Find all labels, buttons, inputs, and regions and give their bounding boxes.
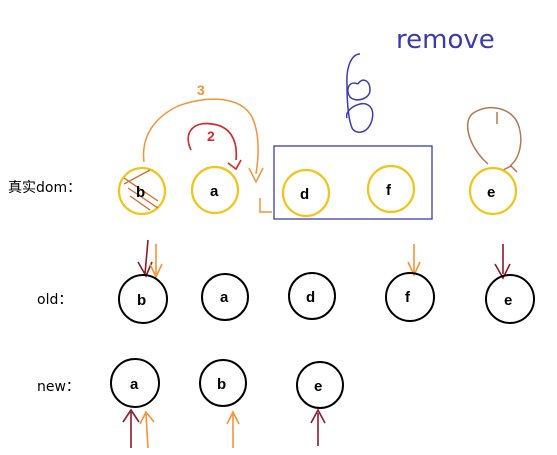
new-node-e	[296, 361, 344, 409]
old-node-a-text: a	[220, 289, 229, 306]
move-arrow-2-head	[227, 159, 242, 171]
map-arrow-b-dark	[137, 239, 153, 278]
remove-box	[273, 145, 433, 220]
self-loop-e-head	[502, 165, 518, 173]
move-arrow-3-head	[248, 167, 264, 184]
real-dom-node-d	[281, 168, 331, 218]
map-arrow-e	[494, 244, 511, 280]
real-dom-node-b	[117, 166, 167, 216]
map-arrow-b-orange	[149, 244, 163, 279]
step-label-3: 3	[197, 82, 205, 98]
old-node-d-text: d	[306, 289, 315, 306]
new-node-a-text: a	[130, 376, 139, 393]
numeral-six-upper-loop	[347, 79, 371, 101]
new-node-a	[110, 358, 160, 408]
step-label-2: 2	[207, 128, 215, 144]
real-dom-node-a-text: a	[210, 183, 219, 200]
new-pointer-b	[226, 410, 240, 448]
old-node-a	[201, 273, 249, 321]
strike-lines	[123, 169, 159, 211]
map-arrow-f	[407, 244, 421, 277]
old-node-b-text: b	[137, 292, 146, 309]
new-pointer-a-orange	[139, 410, 155, 449]
self-loop-e	[467, 106, 522, 167]
real-dom-node-a	[190, 165, 240, 215]
move-arrow-3	[142, 98, 259, 175]
new-node-b	[199, 359, 247, 407]
new-pointer-a-dark	[122, 408, 140, 448]
old-node-e-text: e	[504, 292, 512, 309]
new-pointer-e	[310, 408, 326, 446]
old-node-d	[288, 272, 336, 320]
new-node-e-text: e	[314, 378, 322, 395]
label-real-dom: 真实dom：	[8, 180, 81, 196]
move-arrow-2	[187, 122, 238, 161]
insertion-mark	[259, 198, 272, 213]
new-node-b-text: b	[217, 376, 226, 393]
numeral-six-icon	[345, 53, 374, 133]
old-node-b	[118, 274, 168, 324]
real-dom-node-b-text: b	[136, 184, 145, 201]
label-old: old：	[37, 292, 72, 308]
real-dom-node-e	[468, 166, 518, 216]
real-dom-node-d-text: d	[300, 186, 309, 203]
real-dom-node-e-text: e	[487, 184, 495, 201]
old-node-f-text: f	[405, 289, 411, 306]
real-dom-node-f	[366, 164, 416, 214]
label-new: new：	[37, 379, 80, 395]
old-node-f	[385, 272, 435, 322]
real-dom-node-f-text: f	[386, 182, 392, 199]
old-node-e	[485, 274, 535, 324]
remove-text: remove	[396, 25, 495, 55]
